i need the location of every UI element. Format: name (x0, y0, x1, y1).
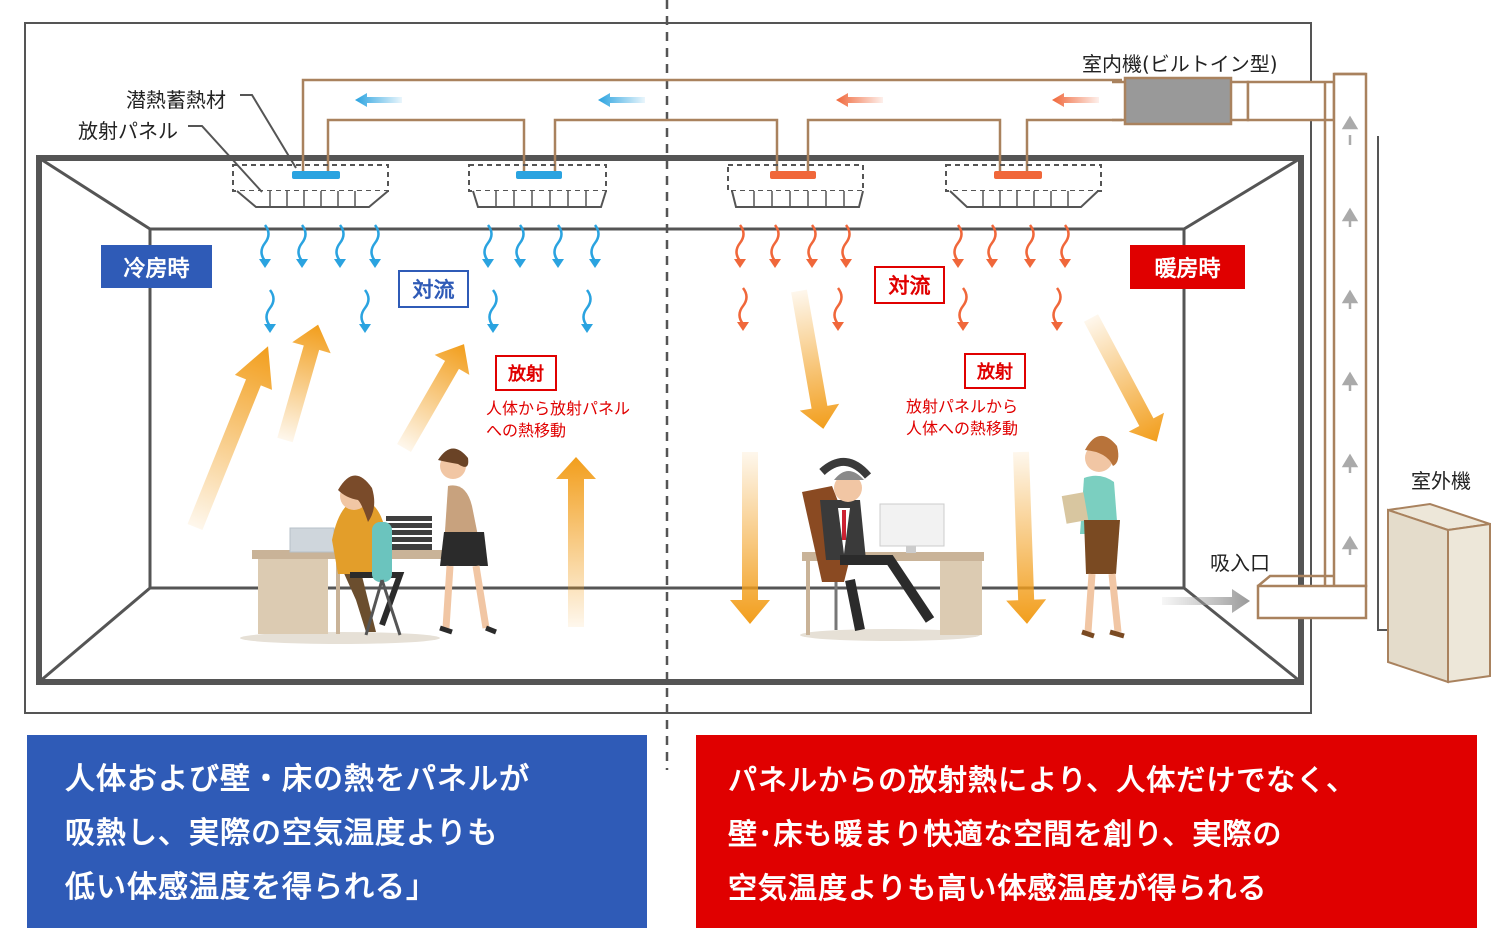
convection-squiggle (738, 287, 748, 325)
convection-squiggle (841, 224, 851, 262)
heating-caption-line1: パネルからの放射熱により、人体だけでなく、 (728, 763, 1357, 797)
convection-squiggle (735, 224, 745, 262)
heating-mode-badge: 暖房時 (1130, 245, 1245, 289)
cooling-caption-line1: 人体および壁・床の熱をパネルが (65, 762, 530, 797)
convection-squiggle (807, 224, 817, 262)
convection-squiggle-head (832, 322, 844, 331)
heating-caption-panel: パネルからの放射熱により、人体だけでなく、 壁･床も暖まり快適な空間を創り、実際… (696, 735, 1477, 928)
ceiling-panel-2 (468, 164, 607, 208)
convection-squiggle-head (581, 324, 593, 333)
cooling-caption-panel: 人体および壁・床の熱をパネルが 吸熱し、実際の空気温度よりも 低い体感温度を得ら… (27, 735, 647, 928)
convection-squiggle-head (487, 324, 499, 333)
room-perspective (36, 155, 1304, 685)
convection-squiggle-head (514, 259, 526, 268)
convection-squiggle-head (589, 259, 601, 268)
convection-squiggle-head (1059, 259, 1071, 268)
radiation-note-left-line1: 人体から放射パネル (486, 399, 631, 418)
heating-caption-line2: 壁･床も暖まり快適な空間を創り、実際の (728, 817, 1283, 851)
cooling-caption-line2: 吸熱し、実際の空気温度よりも (65, 816, 499, 851)
convection-squiggle (582, 289, 592, 327)
convection-squiggle-head (806, 259, 818, 268)
radiation-label-right: 放射 (964, 353, 1026, 389)
intake-arrow (1162, 589, 1250, 613)
convection-squiggle-head (986, 259, 998, 268)
radiation-note-right-line1: 放射パネルから (906, 397, 1019, 416)
convection-squiggle-head (957, 322, 969, 331)
outdoor-unit (1377, 136, 1491, 684)
convection-squiggle-head (734, 259, 746, 268)
convection-squiggle-head (296, 259, 308, 268)
convection-label-right: 対流 (874, 266, 945, 304)
convection-squiggle (265, 289, 275, 327)
convection-squiggle (335, 224, 345, 262)
convection-squiggle-head (369, 259, 381, 268)
convection-squiggle (833, 287, 843, 325)
label-leader-lines (188, 94, 297, 193)
convection-squiggle-head (840, 259, 852, 268)
latent-heat-storage-label: 潜熱蓄熱材 (126, 88, 226, 112)
convection-squiggle (1025, 224, 1035, 262)
convection-squiggle-head (737, 322, 749, 331)
convection-squiggle-head (359, 324, 371, 333)
ceiling-panel-4 (945, 164, 1102, 208)
ceiling-panel-1 (232, 164, 389, 208)
intake-label: 吸入口 (1210, 551, 1270, 575)
convection-squiggle-head (259, 259, 271, 268)
convection-squiggle (488, 289, 498, 327)
convection-squiggles (259, 224, 1071, 333)
convection-squiggle (260, 224, 270, 262)
refrigerant-piping (301, 78, 1122, 172)
convection-squiggle (483, 224, 493, 262)
duct-up-arrows (1341, 115, 1359, 555)
cooling-mode-badge: 冷房時 (101, 245, 212, 288)
convection-squiggle (953, 224, 963, 262)
radiant-panel-label: 放射パネル (78, 119, 178, 143)
convection-squiggle (297, 224, 307, 262)
return-air-duct (1256, 72, 1368, 620)
convection-squiggle (770, 224, 780, 262)
office-scene-heating (800, 458, 984, 641)
convection-squiggle-head (769, 259, 781, 268)
convection-squiggle (360, 289, 370, 327)
heating-caption-line3: 空気温度よりも高い体感温度が得られる (728, 871, 1268, 905)
radiation-note-left-line2: への熱移動 (486, 421, 567, 440)
convection-squiggle (958, 287, 968, 325)
convection-squiggle (553, 224, 563, 262)
radiation-arrows (187, 289, 1165, 627)
convection-squiggle (370, 224, 380, 262)
office-scene-cooling (240, 448, 497, 644)
convection-label-left: 対流 (398, 270, 469, 308)
convection-squiggle-head (264, 324, 276, 333)
radiation-label-left: 放射 (495, 355, 557, 391)
convection-squiggle (590, 224, 600, 262)
convection-squiggle-head (1051, 322, 1063, 331)
convection-squiggle (987, 224, 997, 262)
outdoor-unit-label: 室外機 (1411, 469, 1471, 493)
convection-squiggle (1052, 287, 1062, 325)
convection-squiggle-head (1024, 259, 1036, 268)
radiation-note-right-line2: 人体への熱移動 (906, 419, 1019, 438)
standing-woman-heating (1061, 435, 1125, 639)
convection-squiggle-head (952, 259, 964, 268)
cooling-caption-line3: 低い体感温度を得られる」 (65, 870, 437, 905)
convection-squiggle-head (552, 259, 564, 268)
convection-squiggle (1060, 224, 1070, 262)
convection-squiggle-head (334, 259, 346, 268)
indoor-unit-label: 室内機(ビルトイン型) (1082, 52, 1278, 76)
indoor-unit-built-in (1112, 76, 1336, 126)
convection-squiggle-head (482, 259, 494, 268)
convection-squiggle (515, 224, 525, 262)
ceiling-panel-3 (727, 164, 864, 208)
